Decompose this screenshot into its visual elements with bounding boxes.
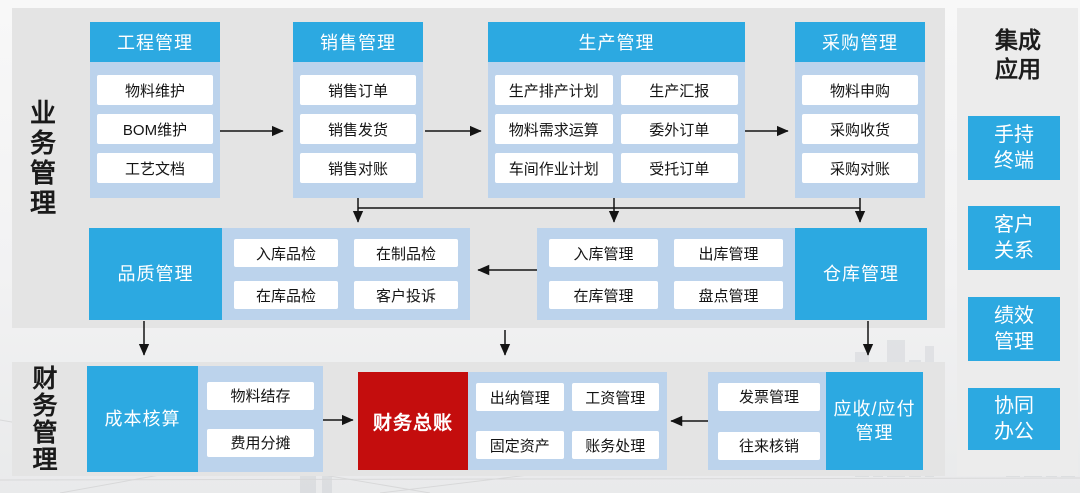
cashier-items: 出纳管理 工资管理 固定资产 账务处理 [468, 372, 667, 470]
module-production-scheduling: 生产排产计划 [495, 75, 613, 105]
module-incoming-inspection: 入库品检 [234, 239, 338, 267]
general-ledger-box: 财务总账 [358, 372, 468, 470]
module-sales-reconciliation: 销售对账 [300, 153, 416, 183]
integration-title: 集成应用 [995, 27, 1041, 82]
integration-item-label: 手持终端 [994, 124, 1034, 172]
module-material-requisition: 物料申购 [802, 75, 918, 105]
sales-column: 销售管理 销售订单 销售发货 销售对账 [293, 22, 423, 198]
engineering-header: 工程管理 [90, 22, 220, 62]
module-outsourcing-order: 委外订单 [620, 114, 738, 144]
warehouse-items: 入库管理 出库管理 在库管理 盘点管理 [537, 228, 795, 320]
module-expense-allocation: 费用分摊 [207, 428, 314, 457]
module-customer-complaint: 客户投诉 [354, 281, 458, 309]
warehouse-management-group: 入库管理 出库管理 在库管理 盘点管理 仓库管理 [537, 228, 927, 320]
quality-management-box: 品质管理 [89, 228, 222, 320]
engineering-items: 物料维护 BOM维护 工艺文档 [90, 62, 220, 198]
integration-item-label: 绩效管理 [994, 305, 1034, 353]
procurement-header: 采购管理 [795, 22, 925, 62]
integration-customer-relationship: 客户关系 [968, 206, 1060, 270]
quality-items: 入库品检 在制品检 在库品检 客户投诉 [222, 228, 470, 320]
module-inprocess-inspection: 在制品检 [354, 239, 458, 267]
warehouse-management-box: 仓库管理 [795, 228, 927, 320]
module-fixed-assets: 固定资产 [476, 431, 564, 459]
sales-items: 销售订单 销售发货 销售对账 [293, 62, 423, 198]
module-stock-management: 在库管理 [549, 281, 658, 309]
module-purchase-reconciliation: 采购对账 [802, 153, 918, 183]
cost-items: 物料结存 费用分摊 [198, 366, 323, 472]
invoice-items: 发票管理 往来核销 [708, 372, 826, 470]
module-purchase-receiving: 采购收货 [802, 114, 918, 144]
module-consignment-order: 受托订单 [620, 153, 738, 183]
receivable-payable-box: 应收/应付管理 [826, 372, 923, 470]
cost-accounting-group: 成本核算 物料结存 费用分摊 [87, 366, 323, 472]
finance-section-label: 财务管理 [32, 365, 58, 474]
receivable-payable-group: 发票管理 往来核销 应收/应付管理 [708, 372, 923, 470]
business-section-label: 业务管理 [29, 98, 56, 218]
integration-handheld-terminal: 手持终端 [968, 116, 1060, 180]
production-header: 生产管理 [488, 22, 745, 62]
module-mrp-calculation: 物料需求运算 [495, 114, 613, 144]
integration-item-label: 协同办公 [994, 395, 1034, 443]
module-payroll-management: 工资管理 [571, 383, 659, 411]
production-column: 生产管理 生产排产计划 生产汇报 物料需求运算 委外订单 车间作业计划 受托订单 [488, 22, 745, 198]
engineering-column: 工程管理 物料维护 BOM维护 工艺文档 [90, 22, 220, 198]
module-inbound-management: 入库管理 [549, 239, 658, 267]
cost-accounting-box: 成本核算 [87, 366, 198, 472]
quality-management-group: 品质管理 入库品检 在制品检 在库品检 客户投诉 [89, 228, 470, 320]
module-process-document: 工艺文档 [97, 153, 213, 183]
cashier-group: 出纳管理 工资管理 固定资产 账务处理 [468, 372, 667, 470]
module-sales-delivery: 销售发货 [300, 114, 416, 144]
receivable-payable-label: 应收/应付管理 [833, 398, 916, 443]
module-stocktaking-management: 盘点管理 [674, 281, 783, 309]
module-cashier-management: 出纳管理 [476, 383, 564, 411]
module-stock-inspection: 在库品检 [234, 281, 338, 309]
module-production-report: 生产汇报 [620, 75, 738, 105]
production-items: 生产排产计划 生产汇报 物料需求运算 委外订单 车间作业计划 受托订单 [488, 62, 745, 198]
module-material-maintenance: 物料维护 [97, 75, 213, 105]
module-sales-order: 销售订单 [300, 75, 416, 105]
integration-collaborative-office: 协同办公 [968, 388, 1060, 450]
integration-item-label: 客户关系 [994, 214, 1034, 262]
module-invoice-management: 发票管理 [718, 382, 820, 411]
module-material-balance: 物料结存 [207, 381, 314, 410]
integration-performance-management: 绩效管理 [968, 297, 1060, 361]
procurement-column: 采购管理 物料申购 采购收货 采购对账 [795, 22, 925, 198]
sales-header: 销售管理 [293, 22, 423, 62]
procurement-items: 物料申购 采购收货 采购对账 [795, 62, 925, 198]
module-accounting-processing: 账务处理 [571, 431, 659, 459]
module-outbound-management: 出库管理 [674, 239, 783, 267]
module-transaction-writeoff: 往来核销 [718, 431, 820, 460]
module-workshop-plan: 车间作业计划 [495, 153, 613, 183]
module-bom-maintenance: BOM维护 [97, 114, 213, 144]
